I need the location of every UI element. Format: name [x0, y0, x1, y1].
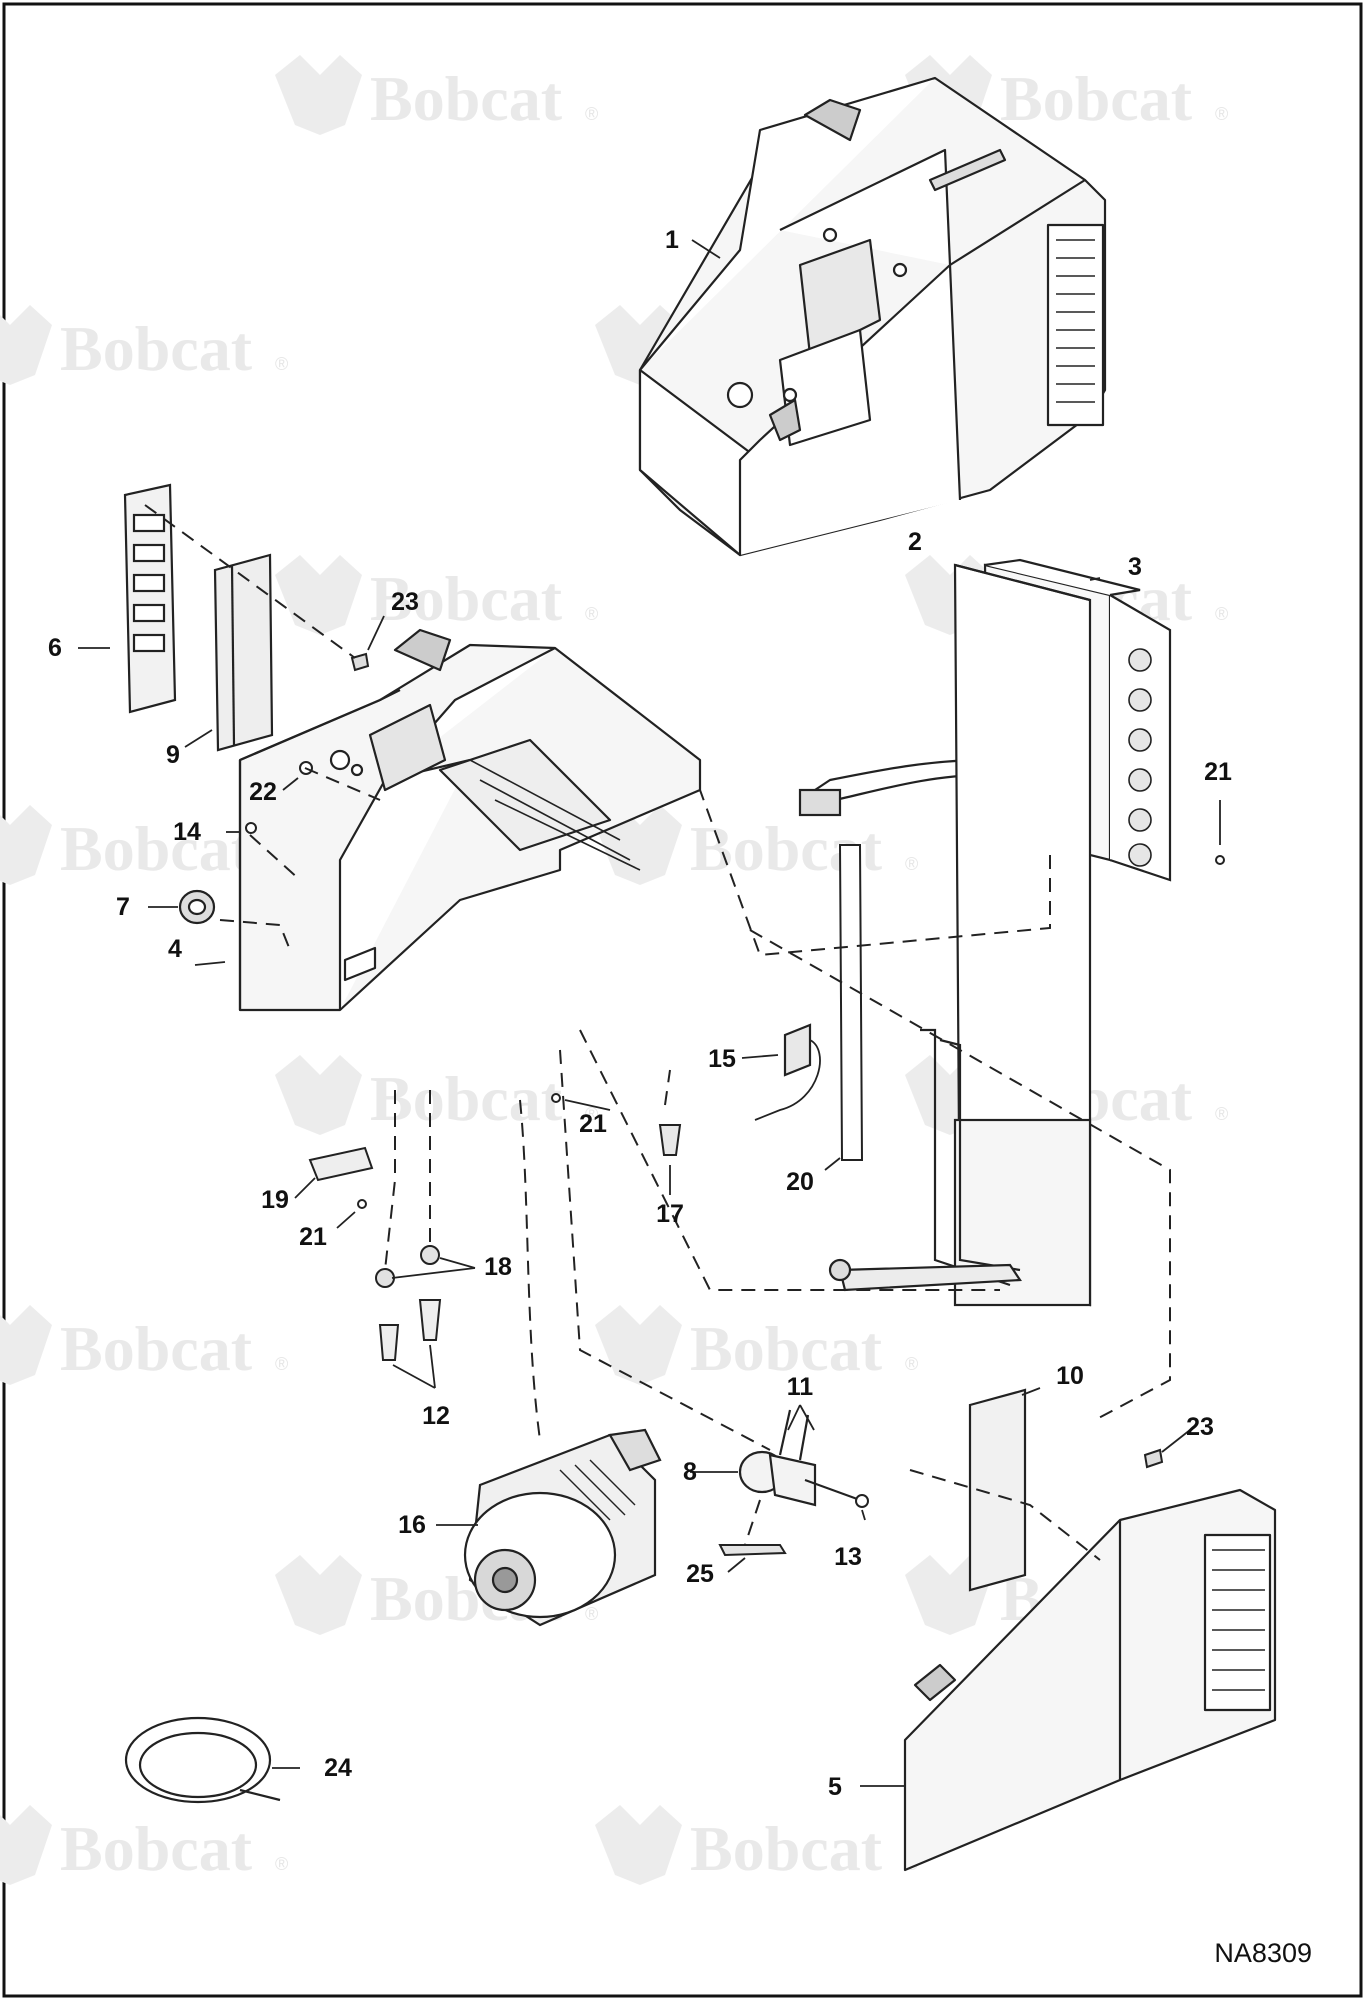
callout-13: 13 [834, 1543, 862, 1571]
part-5-side-cover [903, 1488, 1277, 1872]
part-9-filter [213, 553, 274, 752]
callout-17: 17 [656, 1200, 684, 1228]
bobcat-logo-icon [595, 1805, 682, 1885]
bobcat-logo-icon [0, 805, 52, 885]
bobcat-logo-icon [275, 55, 362, 135]
callout-23-lower: 23 [1186, 1413, 1214, 1441]
watermark-registered-mark: ® [905, 854, 918, 874]
callout-8: 8 [683, 1458, 697, 1486]
part-10-filter-plate [968, 1388, 1027, 1592]
callout-6: 6 [48, 634, 62, 662]
watermark-registered-mark: ® [585, 604, 598, 624]
callout-7: 7 [116, 893, 130, 921]
watermark-registered-mark: ® [275, 1354, 288, 1374]
bobcat-watermark: Bobcat ® [595, 1305, 918, 1385]
bobcat-watermark: Bobcat ® [0, 1305, 288, 1385]
part-14-screw [245, 822, 257, 834]
callout-22: 22 [249, 778, 277, 806]
watermark-text: Bobcat [60, 813, 253, 884]
part-13-screw [804, 1479, 869, 1508]
part-1-upper-housing [638, 76, 1107, 557]
watermark-text: Bobcat [370, 1063, 563, 1134]
part-15-sensor [754, 1023, 821, 1121]
callout-10: 10 [1056, 1362, 1084, 1390]
part-6-grille [123, 483, 177, 714]
callout-24: 24 [324, 1754, 352, 1782]
bobcat-logo-icon [0, 1305, 52, 1385]
bobcat-watermark: Bobcat ® [0, 1805, 288, 1885]
part-25-link [718, 1544, 787, 1557]
part-4-lower-housing [238, 628, 702, 1012]
callout-1: 1 [665, 226, 679, 254]
part-20-foam-strip [838, 844, 864, 1161]
part-18-spacers [375, 1245, 440, 1288]
watermark-text: Bobcat [690, 1813, 883, 1884]
callout-3: 3 [1128, 553, 1142, 581]
callout-15: 15 [708, 1045, 736, 1073]
watermark-registered-mark: ® [905, 1354, 918, 1374]
bobcat-logo-icon [0, 305, 52, 385]
callout-21-housing: 21 [579, 1110, 607, 1138]
callout-2: 2 [908, 528, 922, 556]
watermark-registered-mark: ® [1215, 1104, 1228, 1124]
part-21-screw-group [357, 855, 1225, 1209]
callout-19: 19 [261, 1186, 289, 1214]
part-2-heater-core [828, 563, 1092, 1307]
watermark-registered-mark: ® [275, 1854, 288, 1874]
part-12-fasteners [378, 1299, 442, 1361]
watermark-registered-mark: ® [585, 1104, 598, 1124]
watermark-text: Bobcat [60, 1813, 253, 1884]
callout-9: 9 [166, 741, 180, 769]
callout-4: 4 [168, 935, 182, 963]
watermark-text: Bobcat [60, 1313, 253, 1384]
watermark-registered-mark: ® [1215, 104, 1228, 124]
bobcat-watermark: Bobcat ® [0, 305, 288, 385]
watermark-text: Bobcat [370, 563, 563, 634]
bobcat-logo-icon [0, 1805, 52, 1885]
bobcat-logo-icon [275, 1555, 362, 1635]
callout-25: 25 [686, 1560, 714, 1588]
callout-23-upper: 23 [391, 588, 419, 616]
drawing-code: NA8309 [1214, 1938, 1312, 1968]
part-23-clip-upper [350, 652, 370, 672]
bobcat-logo-icon [595, 1305, 682, 1385]
part-16-blower-motor [463, 1428, 662, 1627]
leader-lines [78, 239, 1221, 1787]
callout-18: 18 [484, 1253, 512, 1281]
watermark-text: Bobcat [1000, 63, 1193, 134]
part-17-drain [658, 1124, 682, 1156]
alignment-lines [144, 504, 1171, 1561]
part-19-bracket [308, 1146, 374, 1182]
callout-12: 12 [422, 1402, 450, 1430]
bobcat-logo-icon [275, 1055, 362, 1135]
watermark-registered-mark: ® [275, 354, 288, 374]
callout-11: 11 [787, 1373, 814, 1401]
part-8-actuator [738, 1409, 817, 1507]
callout-labels: 1 2 3 4 5 6 7 8 9 10 11 12 13 14 15 16 1… [48, 226, 1232, 1801]
watermark-text: Bobcat [60, 313, 253, 384]
bobcat-watermark: Bobcat ® [275, 55, 598, 135]
watermark-registered-mark: ® [585, 1604, 598, 1624]
callout-5: 5 [828, 1773, 842, 1801]
callout-14: 14 [173, 818, 201, 846]
part-23-clip-lower [1143, 1448, 1164, 1469]
callout-21-evaporator: 21 [1204, 758, 1232, 786]
callout-20: 20 [786, 1168, 814, 1196]
part-24-seal-strip [124, 1716, 281, 1804]
callout-21-bracket: 21 [299, 1223, 327, 1251]
callout-16: 16 [398, 1511, 426, 1539]
watermark-registered-mark: ® [1215, 604, 1228, 624]
part-7-grommet [178, 889, 216, 925]
watermark-text: Bobcat [690, 1313, 883, 1384]
watermark-registered-mark: ® [585, 104, 598, 124]
watermark-text: Bobcat [370, 63, 563, 134]
bobcat-watermark: Bobcat ® [275, 1055, 598, 1135]
